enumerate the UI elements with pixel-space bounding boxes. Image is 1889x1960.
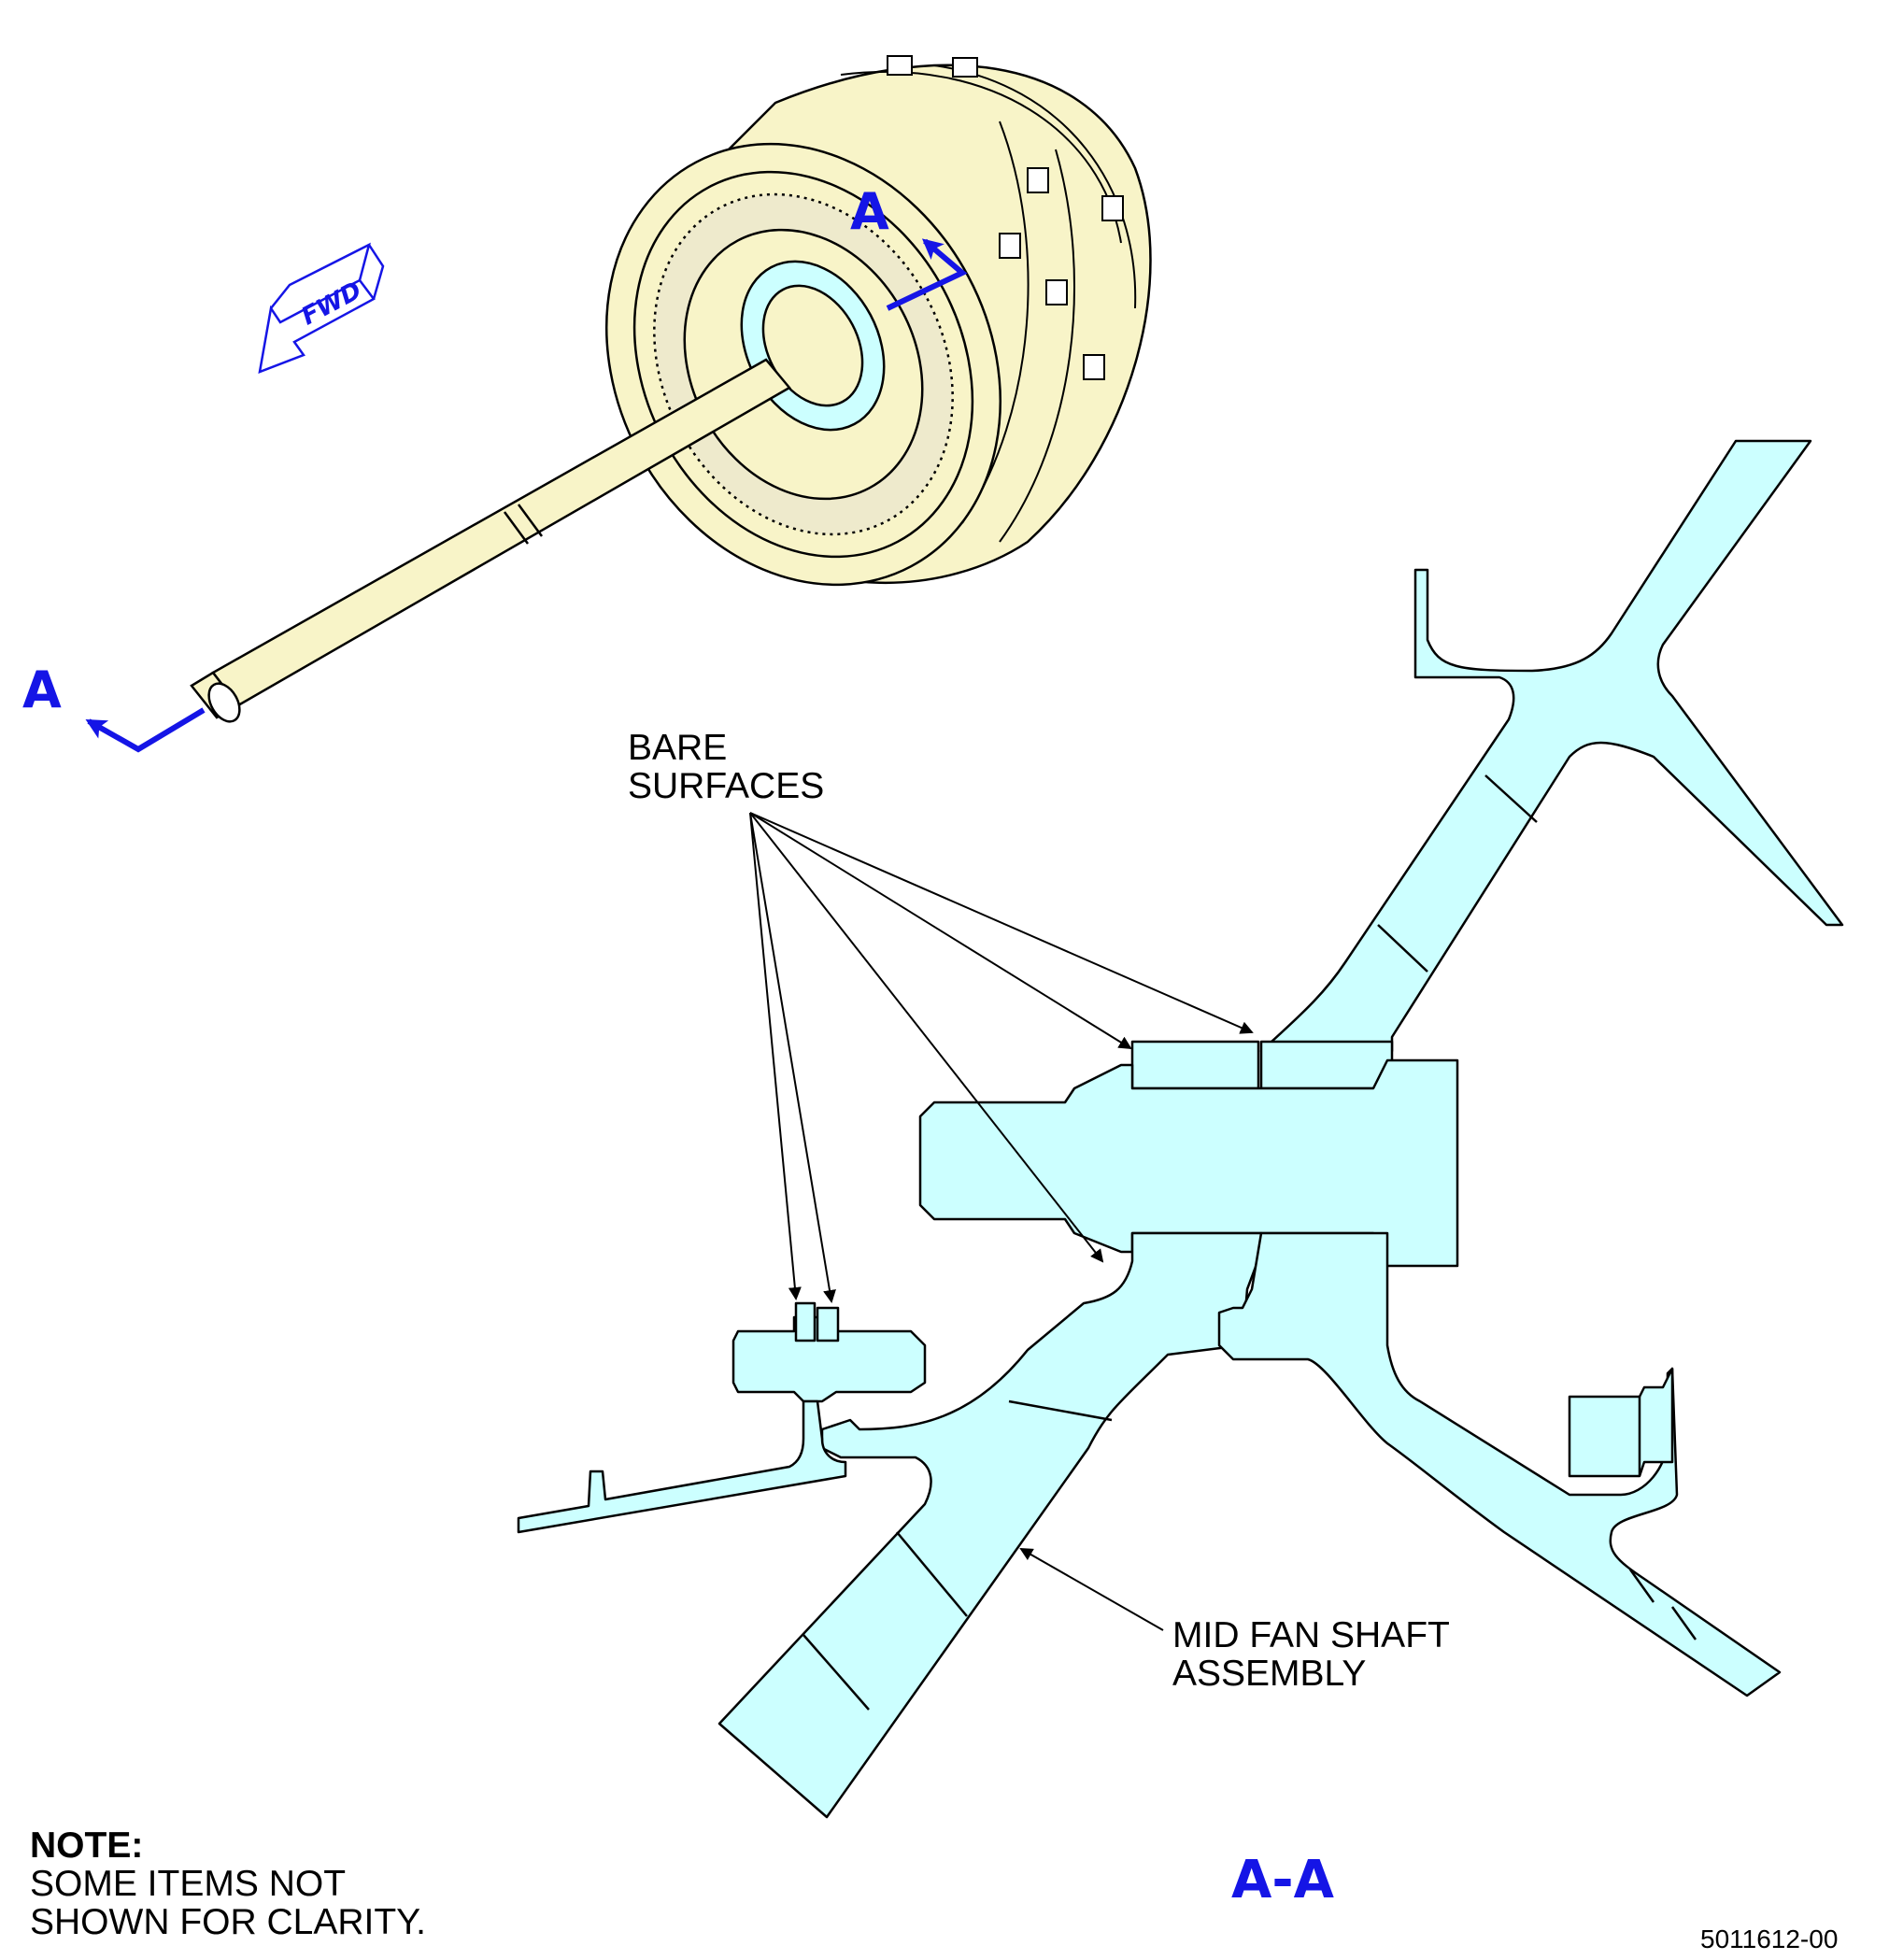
- figure-id: 5011612-00: [1700, 1924, 1839, 1953]
- section-title: A-A: [1231, 1850, 1334, 1910]
- bare-block-lower-a: [794, 1301, 817, 1342]
- upper-disk-arm: [1259, 439, 1844, 1053]
- leader-lines: [749, 812, 1254, 1631]
- section-label-right: A: [850, 182, 889, 241]
- callout-mid-fan-shaft: MID FAN SHAFT ASSEMBLY: [1172, 1615, 1450, 1694]
- bare-block-upper: [1130, 1040, 1260, 1090]
- bare-block-lower-b: [816, 1306, 840, 1342]
- section-label-left: A: [22, 660, 62, 719]
- note-line-1: SOME ITEMS NOT: [30, 1864, 347, 1904]
- note-block: NOTE: SOME ITEMS NOT SHOWN FOR CLARITY.: [30, 1826, 426, 1941]
- lower-disk-arm: [717, 1231, 1263, 1819]
- section-cut-line-left: [85, 707, 206, 753]
- right-fitting: [1568, 1367, 1674, 1478]
- section-a-a: [517, 439, 1844, 1819]
- note-heading: NOTE:: [30, 1825, 144, 1866]
- shaft: [190, 358, 791, 723]
- section-cut-line-right: [886, 238, 968, 311]
- note-line-2: SHOWN FOR CLARITY.: [30, 1902, 426, 1942]
- engine-module: [605, 55, 1152, 587]
- callout-bare-surfaces: BARE SURFACES: [628, 728, 825, 806]
- right-lower-arm: [1217, 1231, 1782, 1697]
- seal-arm: [517, 1399, 847, 1534]
- fwd-arrow-icon: [258, 242, 385, 374]
